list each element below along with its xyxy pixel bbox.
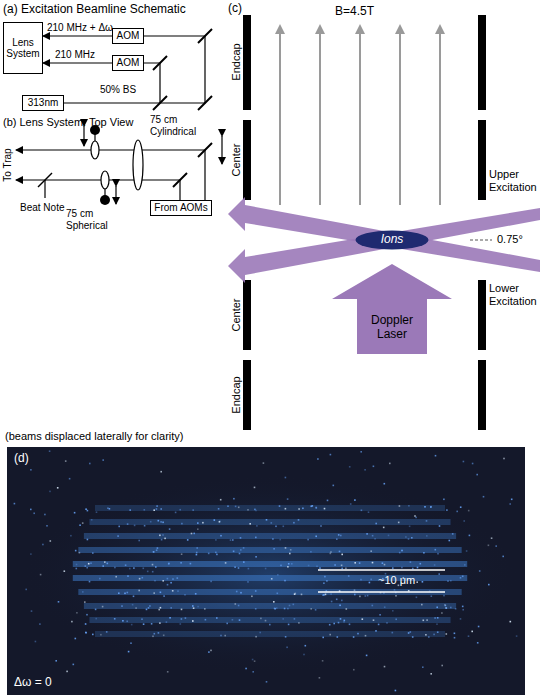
- aom-box: AOM: [112, 28, 144, 44]
- label-text: 75 cm Spherical: [66, 208, 128, 231]
- node-text: 313nm: [28, 97, 59, 109]
- node-text: Lens System: [6, 37, 40, 60]
- label-text: 50% BS: [100, 84, 136, 96]
- label-text: Endcap: [230, 43, 243, 80]
- label-text: Lower Excitation: [489, 282, 544, 307]
- label-text: 75 cm Cylindrical: [150, 114, 212, 137]
- node-text: Ions: [381, 233, 404, 247]
- label-text: 210 MHz + Δω: [47, 22, 113, 34]
- source-box: From AOMs: [150, 200, 212, 216]
- label-text: Upper Excitation: [489, 168, 544, 193]
- label-text: (b) Lens System: Top View: [3, 116, 133, 129]
- node-text: Doppler Laser: [357, 314, 427, 342]
- label-text: (d): [14, 452, 29, 466]
- node-text: From AOMs: [154, 202, 207, 214]
- magnetic-field-arrows: [280, 26, 440, 205]
- label-text: Center: [230, 143, 243, 176]
- lens-system-optics: [16, 126, 222, 204]
- label-text: (beams displaced laterally for clarity): [5, 430, 184, 443]
- aom-box: AOM: [112, 55, 144, 71]
- fluorescence-image: [7, 447, 525, 695]
- label-text: (a) Excitation Beamline Schematic: [3, 3, 186, 17]
- beam-lines: [64, 29, 212, 110]
- ion-cloud: Ions: [355, 230, 429, 250]
- beam-arrow: [43, 62, 112, 63]
- label-text: Center: [230, 298, 243, 331]
- laser-box: 313nm: [22, 95, 64, 111]
- label-text: ~10 μm: [378, 574, 415, 587]
- label-text: Endcap: [230, 376, 243, 413]
- label-text: To Trap: [2, 148, 14, 181]
- label-text: (c): [228, 2, 242, 16]
- label-text: B=4.5T: [335, 5, 374, 19]
- lens-system-box: Lens System: [3, 22, 43, 74]
- lens-mount: [100, 195, 110, 205]
- node-text: AOM: [117, 57, 140, 69]
- fringe-pattern: [14, 450, 518, 691]
- scale-bar: [318, 570, 445, 592]
- label-text: 210 MHz: [55, 49, 95, 61]
- image-glow: [20, 475, 520, 675]
- label-text: Δω = 0: [14, 676, 52, 690]
- angle-reference-line: [470, 240, 492, 241]
- beam-arrow: [43, 35, 112, 36]
- label-text: Beat Note: [20, 202, 64, 214]
- doppler-laser-arrow: Doppler Laser: [332, 264, 452, 354]
- label-text: 0.75°: [497, 233, 523, 246]
- node-text: AOM: [117, 30, 140, 42]
